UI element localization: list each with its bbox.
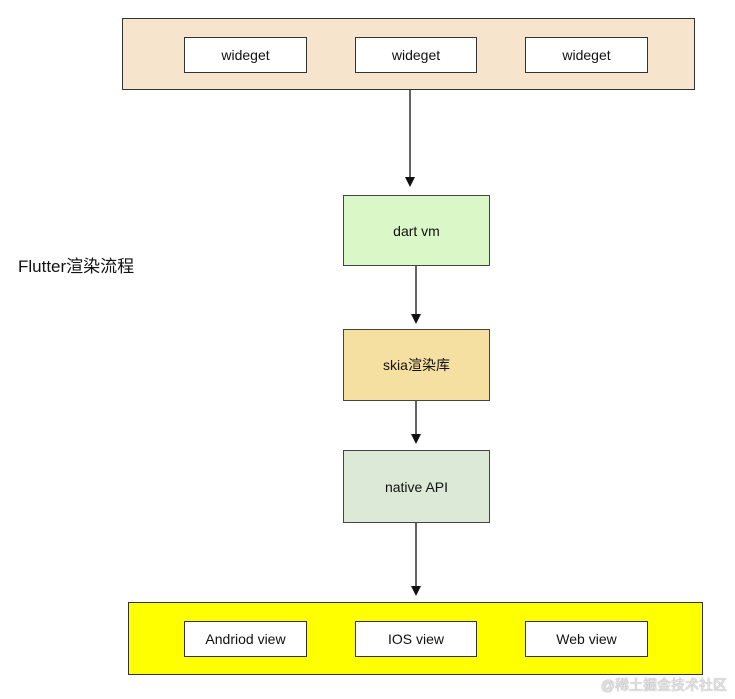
dart-vm-node: dart vm (343, 195, 490, 266)
footer-watermark: @稀土掘金技术社区 (600, 677, 727, 693)
web-view-box: Web view (525, 621, 648, 657)
widget-box-2: wideget (355, 37, 477, 73)
android-view-box: Andriod view (184, 621, 307, 657)
widget-box-3: wideget (525, 37, 648, 73)
widget-box-1: wideget (184, 37, 307, 73)
skia-render-node: skia渲染库 (343, 329, 490, 401)
diagram-side-title: Flutter渲染流程 (18, 257, 135, 276)
ios-view-box: IOS view (355, 621, 477, 657)
native-api-node: native API (343, 450, 490, 523)
